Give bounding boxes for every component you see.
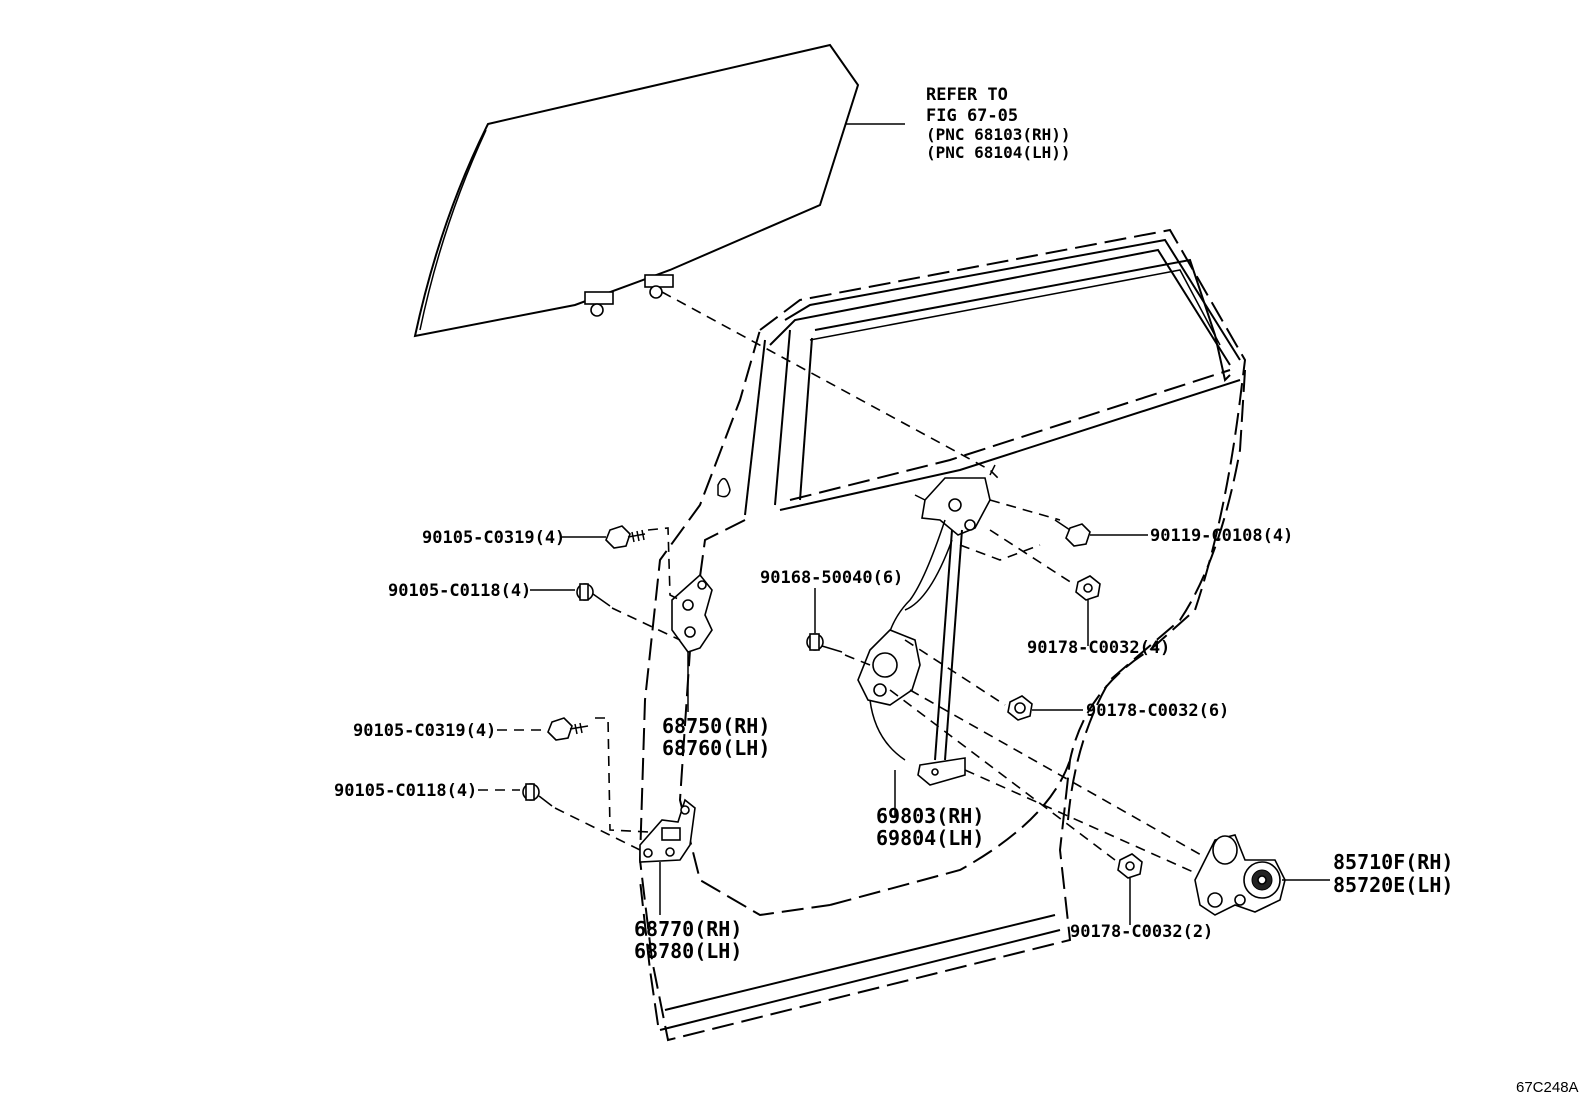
label-hinge-upper-rh: 68750(RH) [662, 714, 770, 738]
ref-line1: REFER TO [926, 85, 1008, 105]
label-nut-a: 90178-C0032(4) [1027, 638, 1170, 658]
ref-line2: FIG 67-05 [926, 106, 1018, 126]
nut-b-dash [904, 639, 1006, 706]
rail-dash [959, 544, 1041, 561]
window-motor [1194, 834, 1286, 916]
label-hinge-lower-lh: 68780(LH) [634, 939, 742, 963]
bolt-top-dash [989, 499, 1061, 521]
bolt-upper-2 [576, 583, 611, 607]
bolt-lower-1-dash [595, 717, 651, 833]
window-regulator [857, 464, 996, 786]
label-bolt-upper-1: 90105-C0319(4) [422, 528, 565, 548]
door-frame [638, 228, 1247, 1042]
lower-hinge [639, 798, 696, 863]
bolt-upper-2-dash [611, 607, 681, 641]
label-nut-c: 90178-C0032(2) [1070, 922, 1213, 942]
bolt-top [1054, 519, 1091, 547]
label-screw-regulator: 90168-50040(6) [760, 568, 903, 588]
door-glass [413, 43, 860, 338]
motor-dash-1 [964, 769, 1201, 876]
label-bolt-lower-2: 90105-C0118(4) [334, 781, 477, 801]
label-regulator-rh: 69803(RH) [876, 804, 984, 828]
figure-code: 67C248A [1516, 1079, 1579, 1096]
bolt-lower-2-dash [554, 807, 641, 851]
nut-b [1007, 695, 1033, 721]
label-bolt-lower-1: 90105-C0319(4) [353, 721, 496, 741]
label-regulator-lh: 69804(LH) [876, 826, 984, 850]
bolt-lower-1 [547, 717, 589, 741]
ref-line3: (PNC 68103(RH)) [926, 125, 1071, 144]
bolt-upper-1-dash [647, 527, 681, 601]
bolt-upper-1 [605, 525, 646, 549]
bolt-lower-2 [522, 783, 553, 807]
screw-dash [844, 654, 871, 666]
label-hinge-upper-lh: 68760(LH) [662, 736, 770, 760]
label-nut-b: 90178-C0032(6) [1086, 701, 1229, 721]
nut-c-dash [889, 689, 1116, 861]
ref-line4: (PNC 68104(LH)) [926, 143, 1071, 162]
motor-dash-2 [909, 689, 1211, 861]
label-bolt-top: 90119-C0108(4) [1150, 526, 1293, 546]
label-motor-lh: 85720E(LH) [1333, 873, 1453, 897]
glass-to-regulator-dash [661, 291, 1001, 481]
nut-c [1117, 853, 1143, 879]
nut-a-dash [989, 529, 1076, 586]
upper-hinge [671, 573, 713, 653]
nut-a [1075, 575, 1101, 601]
screw-regulator [806, 633, 843, 653]
label-bolt-upper-2: 90105-C0118(4) [388, 581, 531, 601]
label-motor-rh: 85710F(RH) [1333, 850, 1453, 874]
label-hinge-lower-rh: 68770(RH) [634, 917, 742, 941]
